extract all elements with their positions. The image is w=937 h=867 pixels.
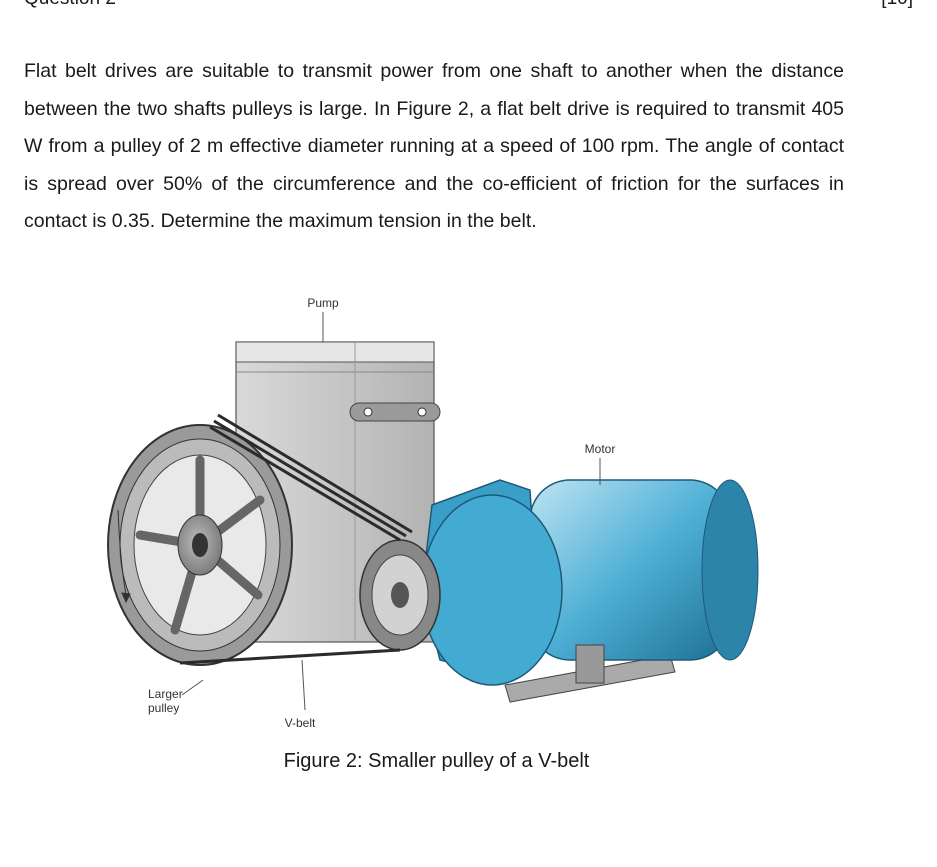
motor: [421, 479, 759, 686]
page-header: Question 2 [10]: [24, 0, 913, 12]
figure-caption-text: Figure 2: Smaller pulley of a V-belt: [283, 750, 590, 772]
smaller-pulley: [359, 539, 441, 651]
question-number: Question 2: [24, 0, 116, 10]
v-belt-label: V-belt: [285, 716, 316, 730]
figure-caption: Figure 2: Smaller pulley of a V-belt: [0, 750, 937, 773]
larger-pulley: [107, 424, 293, 666]
leader-lines: [181, 312, 601, 711]
marks: [10]: [881, 0, 913, 10]
question-text: Flat belt drives are suitable to transmi…: [24, 60, 844, 232]
larger-pulley-label-1: Larger: [148, 687, 183, 701]
belt-drive-figure: Pump Motor Larger pulley V-belt: [107, 296, 759, 730]
rotation-arrow: [117, 509, 131, 604]
pump-label: Pump: [307, 296, 339, 310]
motor-label: Motor: [585, 442, 616, 456]
larger-pulley-label-2: pulley: [148, 701, 179, 715]
v-belt: [179, 413, 413, 665]
